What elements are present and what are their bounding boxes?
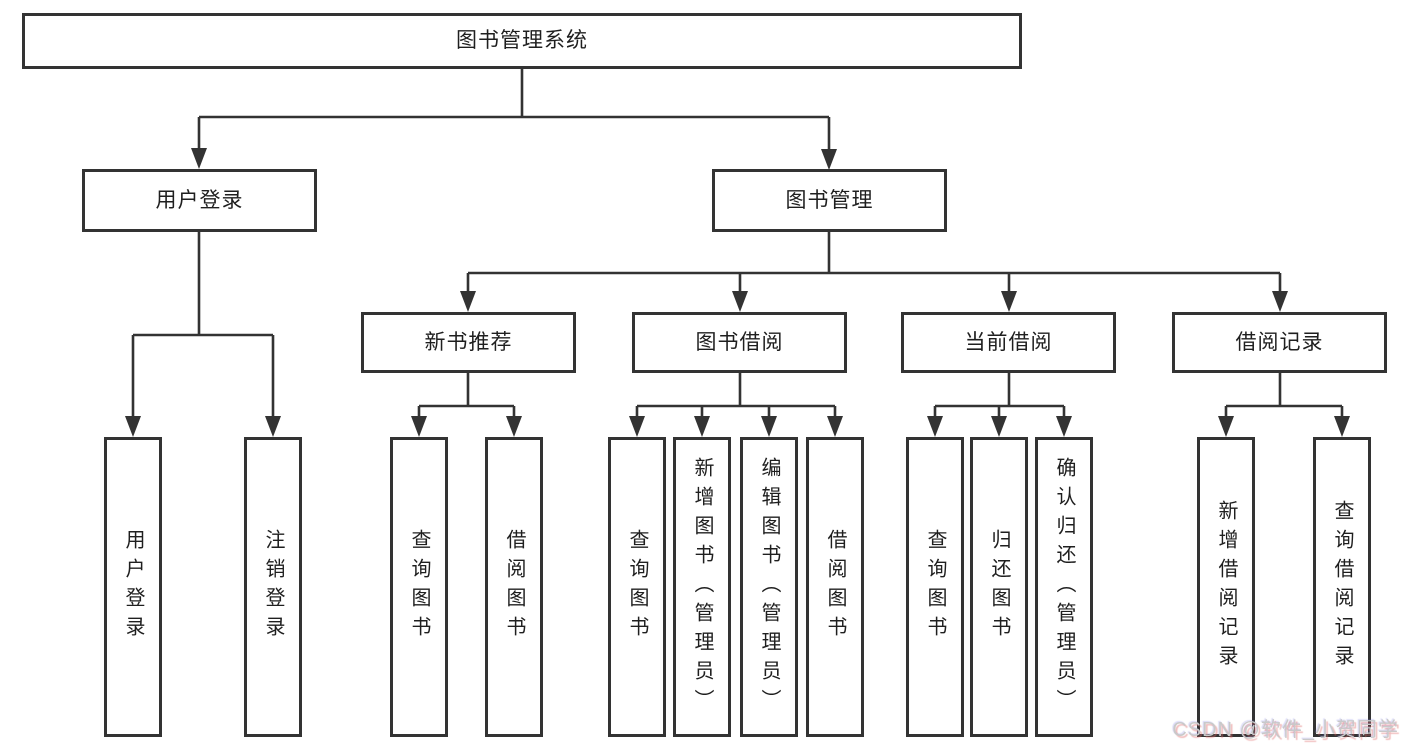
leaf-query-books-recommend: 查询图书 [390, 437, 448, 737]
leaf-query-borrow-record: 查询借阅记录 [1313, 437, 1371, 737]
node-user-login: 用户登录 [82, 169, 317, 232]
node-current-borrowing: 当前借阅 [901, 312, 1116, 373]
leaf-borrow-books-recommend: 借阅图书 [485, 437, 543, 737]
leaf-logout: 注销登录 [244, 437, 302, 737]
leaf-query-books-current: 查询图书 [906, 437, 964, 737]
connector-lines [131, 68, 1344, 420]
node-borrowing-records: 借阅记录 [1172, 312, 1387, 373]
node-book-management: 图书管理 [712, 169, 947, 232]
leaf-return-book: 归还图书 [970, 437, 1028, 737]
csdn-watermark: CSDN @软件_小贺同学 [1172, 719, 1399, 741]
leaf-borrow-books-borrowing: 借阅图书 [806, 437, 864, 737]
leaf-add-borrow-record: 新增借阅记录 [1197, 437, 1255, 737]
leaf-edit-book-admin: 编辑图书（管理员） [740, 437, 798, 737]
node-library-management-system: 图书管理系统 [22, 13, 1022, 69]
node-new-book-recommendation: 新书推荐 [361, 312, 576, 373]
leaf-query-books-borrowing: 查询图书 [608, 437, 666, 737]
leaf-user-login: 用户登录 [104, 437, 162, 737]
node-book-borrowing: 图书借阅 [632, 312, 847, 373]
connector-arrowheads [125, 148, 1350, 437]
leaf-confirm-return-admin: 确认归还（管理员） [1035, 437, 1093, 737]
leaf-add-book-admin: 新增图书（管理员） [673, 437, 731, 737]
